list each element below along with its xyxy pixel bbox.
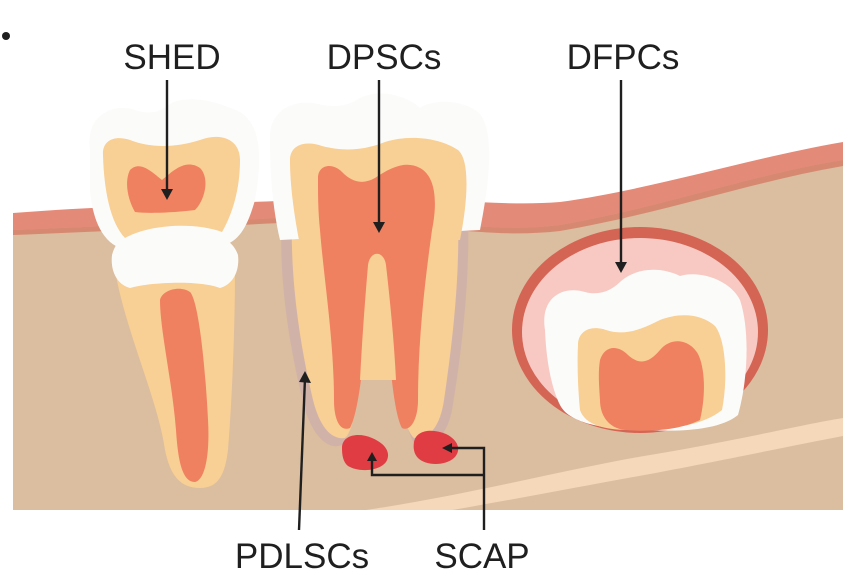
label-dpscs: DPSCs <box>327 38 442 77</box>
label-dfpcs: DFPCs <box>567 38 680 77</box>
label-shed: SHED <box>123 38 220 77</box>
label-pdlscs: PDLSCs <box>235 537 369 576</box>
corner-dot <box>2 32 10 40</box>
developing-tooth <box>512 227 768 433</box>
label-scap: SCAP <box>434 537 529 576</box>
